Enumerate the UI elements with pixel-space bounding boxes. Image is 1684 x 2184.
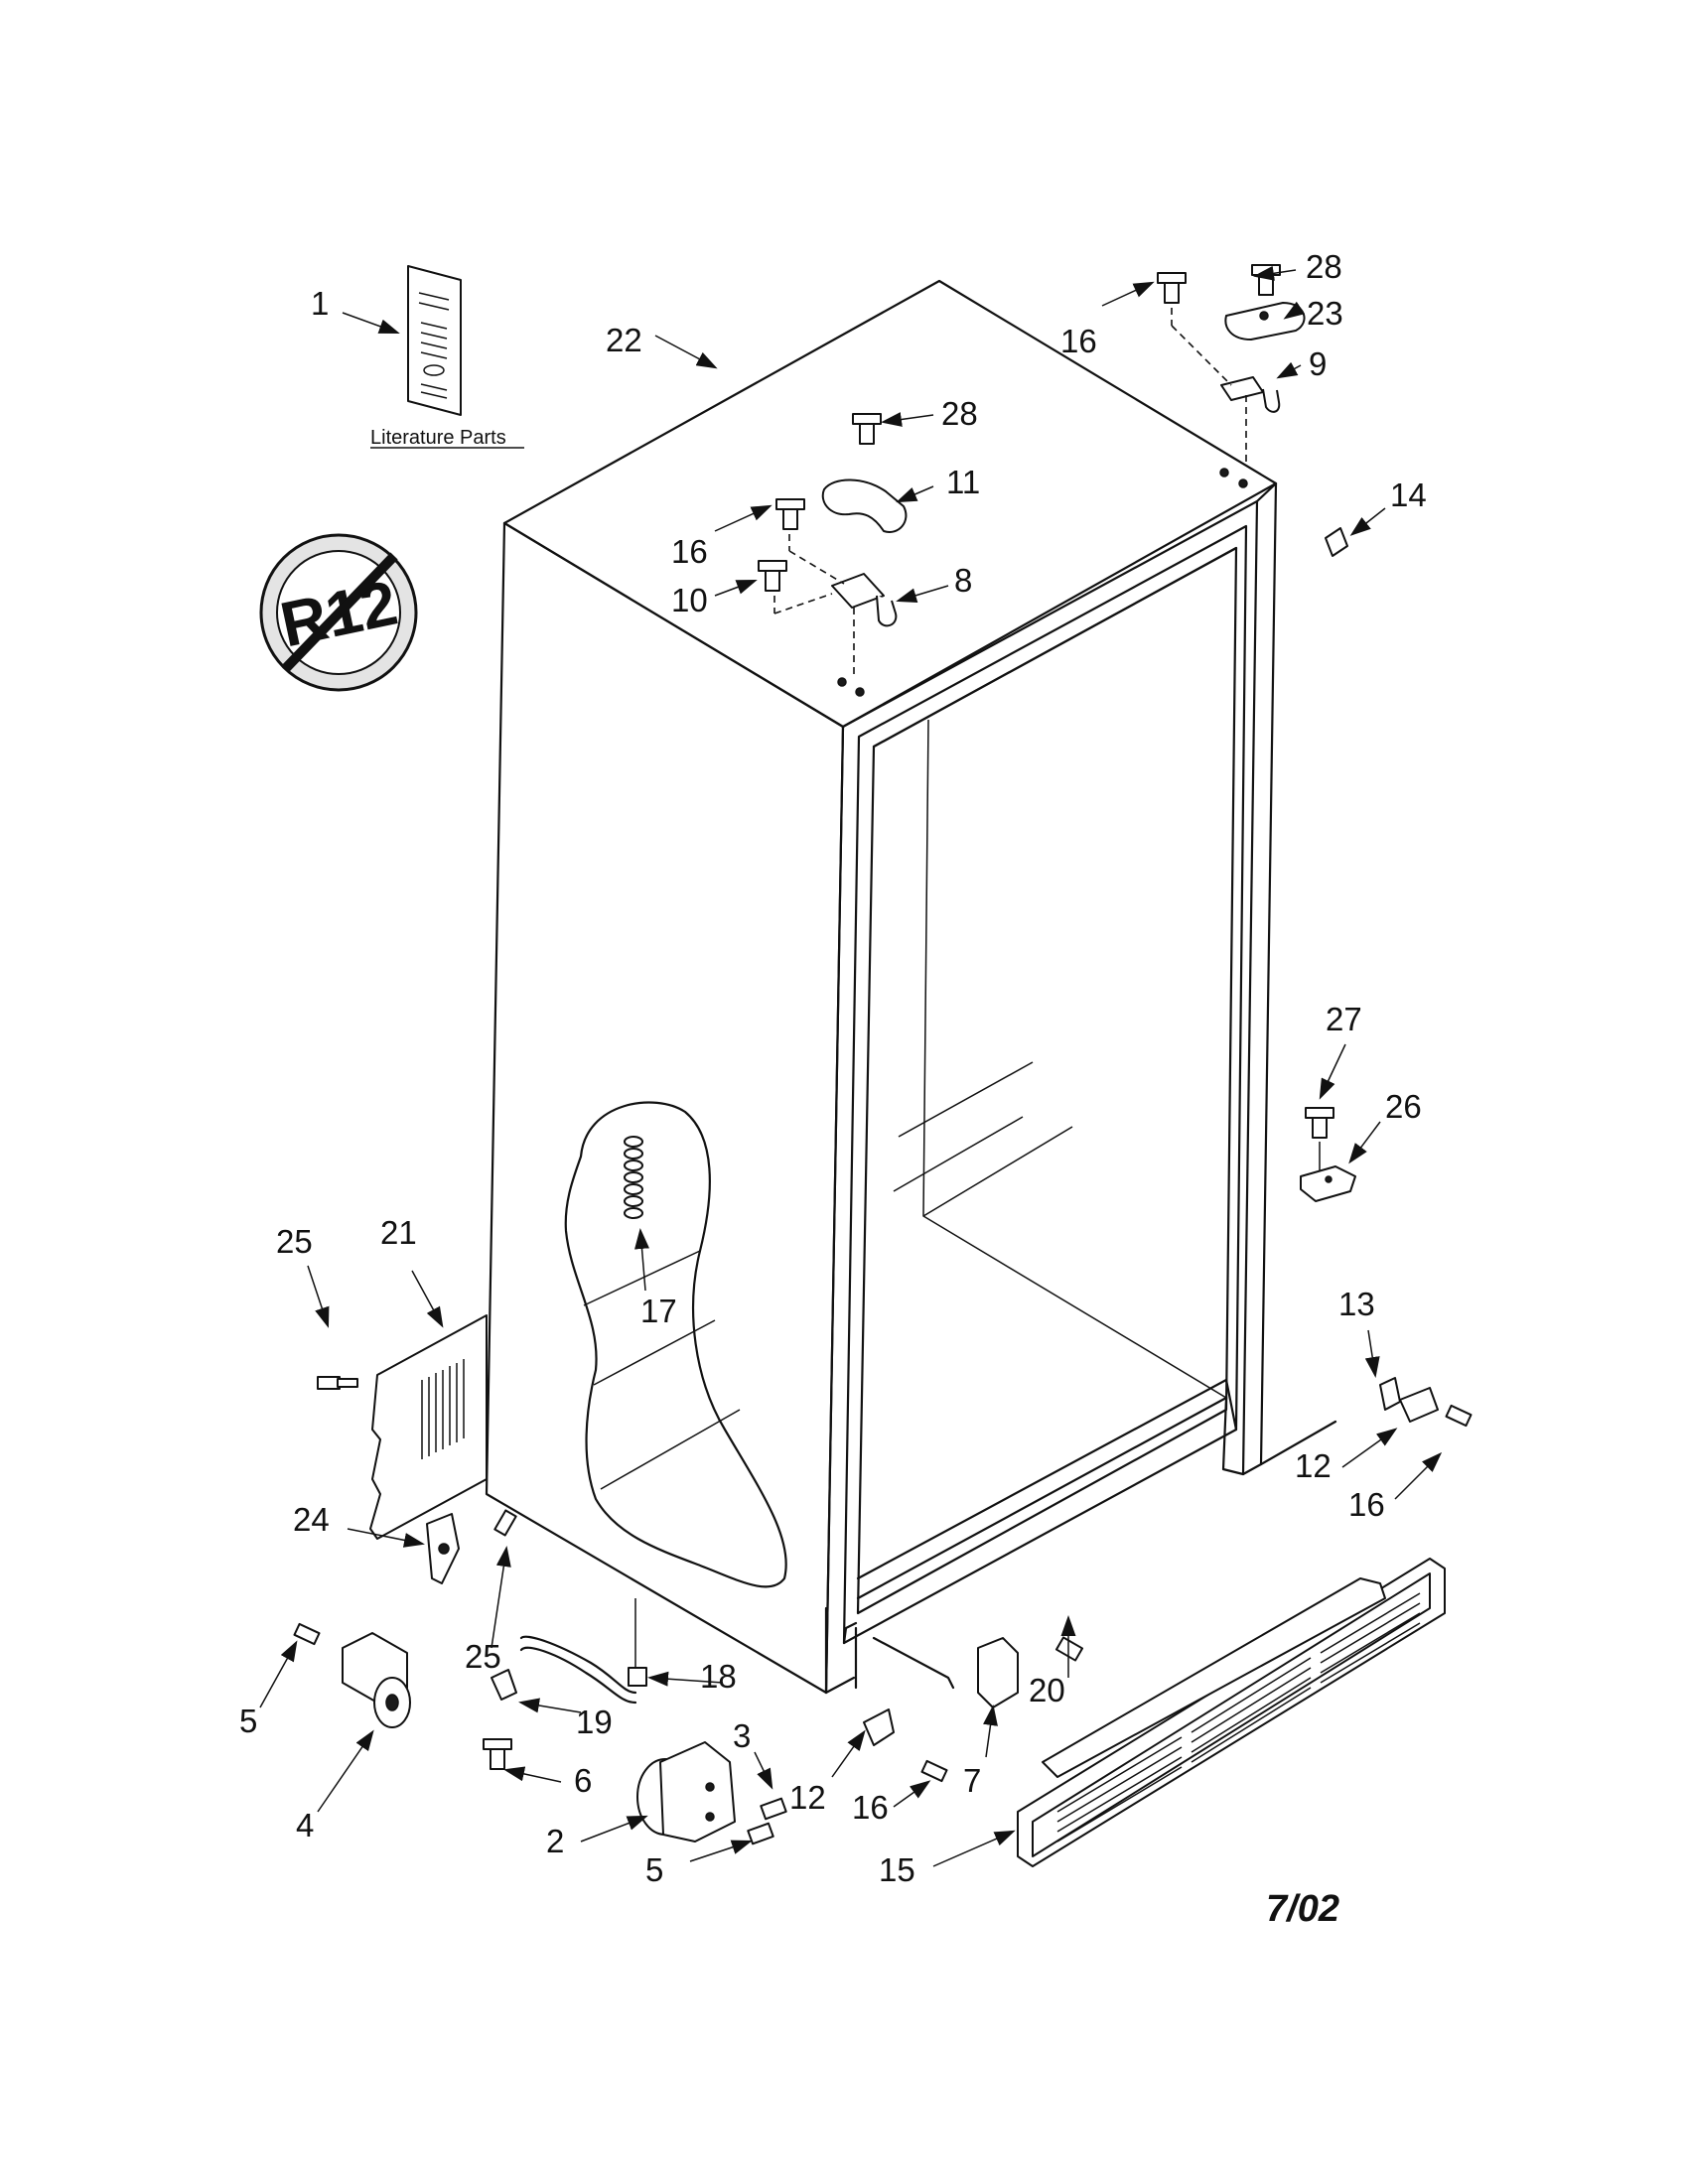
callout: 22: [606, 322, 642, 358]
callout: 16: [1348, 1486, 1385, 1523]
roller-assembly: [293, 1622, 411, 1728]
literature-caption: Literature Parts: [370, 427, 506, 449]
callout: 11: [946, 464, 980, 500]
callout: 26: [1385, 1088, 1422, 1125]
right-bracket: [1300, 1107, 1356, 1202]
callout: 20: [1029, 1672, 1065, 1708]
clip-part: [1325, 527, 1348, 557]
caster-hinge: [636, 1741, 787, 1845]
callout: 4: [296, 1807, 314, 1843]
spring-coil: [624, 1136, 643, 1219]
callout: 14: [1390, 477, 1427, 513]
cabinet: [485, 279, 1337, 1695]
revision-date: 7/02: [1266, 1888, 1339, 1930]
callout: 5: [645, 1851, 663, 1888]
grille-bracket: [977, 1636, 1084, 1708]
drain-tube: [483, 1598, 647, 1770]
callout: 1: [311, 285, 329, 322]
top-right-hinge: [1157, 264, 1306, 467]
center-bracket: [863, 1708, 948, 1783]
callout: 3: [733, 1717, 751, 1754]
callout: 27: [1326, 1001, 1362, 1037]
callout: 23: [1307, 295, 1343, 332]
callout: 12: [789, 1779, 826, 1816]
callout: 21: [380, 1214, 417, 1251]
callout: 8: [954, 562, 972, 599]
callout: 6: [574, 1762, 592, 1799]
leader-lines: [259, 265, 1443, 1867]
callout: 13: [1338, 1286, 1375, 1322]
left-hinge-bracket: [426, 1509, 517, 1584]
callout: 25: [465, 1638, 501, 1675]
callout: 19: [576, 1704, 613, 1740]
callout: 15: [879, 1851, 915, 1888]
base-grille: [1017, 1558, 1446, 1867]
callout: 2: [546, 1823, 564, 1859]
callout: 28: [1306, 248, 1342, 285]
right-lower-bracket: [1379, 1377, 1473, 1428]
callout: 7: [963, 1762, 981, 1799]
callout: 18: [700, 1658, 737, 1695]
callout: 12: [1295, 1447, 1332, 1484]
callout: 9: [1309, 345, 1327, 382]
callout: 17: [640, 1293, 677, 1329]
center-top-hinge: [758, 413, 908, 675]
callout: 24: [293, 1501, 330, 1538]
callout: 16: [852, 1789, 889, 1826]
callout: 16: [671, 533, 708, 570]
callout: 5: [239, 1703, 257, 1739]
callout-numbers: 1 22 28 16 23 9 28 11 16 10 8 14 27 26 2…: [239, 248, 1427, 1888]
callout: 16: [1060, 323, 1097, 359]
no-r12-icon: R12: [259, 533, 418, 692]
rear-access-panel: [317, 1314, 488, 1540]
booklet-icon: [407, 265, 462, 416]
callout: 10: [671, 582, 708, 618]
callout: 28: [941, 395, 978, 432]
callout: 25: [276, 1223, 313, 1260]
